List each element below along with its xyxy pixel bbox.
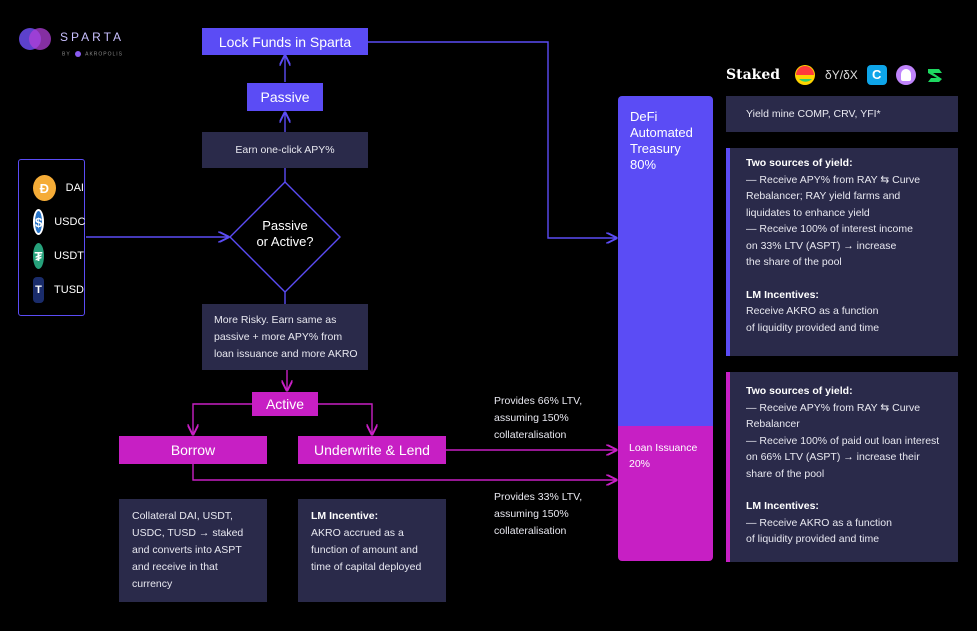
upper-yield-title: Two sources of yield:: [746, 157, 853, 169]
aave-ghost-icon: [895, 65, 916, 85]
borrow-box: Borrow: [119, 436, 267, 464]
upper-yield-line: Rebalancer; RAY yield farms and: [746, 190, 901, 202]
decision-line-2: or Active?: [256, 234, 314, 249]
lm-incentive-box: LM Incentive: AKRO accrued as a function…: [298, 499, 446, 602]
ltv-33-note: Provides 33% LTV, assuming 150% collater…: [494, 489, 594, 540]
collateral-box: Collateral DAI, USDT, USDC, TUSD → stake…: [119, 499, 267, 602]
dydx-icon: δY/δX: [825, 68, 858, 82]
ltv-66-text: Provides 66% LTV, assuming 150% collater…: [494, 395, 583, 441]
more-risky-text: More Risky. Earn same as passive + more …: [214, 314, 358, 360]
lower-yield-line: — Receive 100% of paid out loan interest: [746, 434, 940, 447]
lower-yield-line: share of the pool: [746, 467, 825, 480]
decision-diamond: [229, 181, 341, 293]
brand-name: SPARTA: [60, 30, 125, 44]
lower-yield-line: on 66% LTV (ASPT) → increase their: [746, 451, 920, 463]
ltv-66-note: Provides 66% LTV, assuming 150% collater…: [494, 393, 594, 444]
lower-yield-line: — Receive APY% from RAY ⇆ Curve: [746, 401, 921, 414]
yield-mine-panel: Yield mine COMP, CRV, YFI*: [726, 96, 958, 132]
token-usdt: ₮ USDT: [33, 239, 84, 273]
loan-issuance-percent: 20%: [629, 458, 651, 470]
staked-row: Staked δY/δX C: [726, 63, 966, 87]
upper-yield-line: on 33% LTV (ASPT) → increase: [746, 239, 897, 252]
lock-funds-label: Lock Funds in Sparta: [218, 33, 352, 50]
upper-yield-line: — Receive APY% from RAY ⇆ Curve: [746, 173, 921, 186]
loan-issuance-bar: Loan Issuance 20%: [618, 426, 713, 561]
lm-incentive-title: LM Incentive:: [311, 510, 379, 522]
underwrite-lend-box: Underwrite & Lend: [298, 436, 446, 464]
collateral-text: Collateral DAI, USDT, USDC, TUSD → stake…: [132, 510, 244, 590]
synthetix-icon: [927, 69, 942, 82]
token-tusd-label: TUSD: [54, 284, 84, 296]
passive-label: Passive: [260, 89, 310, 105]
brand-byline: BY AKROPOLIS: [62, 51, 123, 57]
token-dai: Đ DAI: [33, 171, 84, 205]
defi-line-1: DeFi: [630, 109, 658, 124]
upper-yield-panel: Two sources of yield: — Receive APY% fro…: [726, 148, 958, 356]
token-tusd: T TUSD: [33, 273, 84, 307]
defi-treasury-bar: DeFi Automated Treasury 80%: [618, 96, 713, 426]
borrow-label: Borrow: [170, 442, 216, 458]
dai-icon: Đ: [33, 175, 56, 201]
upper-lm-line: of liquidity provided and time: [746, 321, 880, 334]
earn-one-click-box: Earn one-click APY%: [202, 132, 368, 168]
curve-icon: [795, 65, 816, 85]
usdt-icon: ₮: [33, 243, 45, 269]
lm-incentive-text: AKRO accrued as a function of amount and…: [311, 527, 422, 573]
upper-lm-title: LM Incentives:: [746, 288, 819, 301]
defi-line-2: Automated: [630, 125, 693, 140]
sparta-logo-icon: [19, 28, 51, 50]
lower-lm-line: of liquidity provided and time: [746, 533, 880, 545]
lower-yield-line: Rebalancer: [746, 418, 800, 430]
passive-box: Passive: [247, 83, 323, 111]
defi-line-3: Treasury: [630, 141, 681, 156]
lock-funds-box: Lock Funds in Sparta: [202, 28, 368, 55]
usdc-icon: $: [33, 209, 45, 235]
underwrite-lend-label: Underwrite & Lend: [314, 442, 430, 458]
brand-partner: AKROPOLIS: [85, 51, 124, 58]
lower-yield-title: Two sources of yield:: [746, 385, 853, 397]
brand-logo: SPARTA BY AKROPOLIS: [18, 25, 138, 65]
brand-by: BY: [62, 51, 71, 58]
yield-mine-text: Yield mine COMP, CRV, YFI*: [746, 108, 881, 120]
token-usdc-label: USDC: [54, 216, 86, 228]
upper-yield-line: the share of the pool: [746, 256, 842, 268]
decision-label: Passive or Active?: [239, 218, 331, 250]
lower-lm-line: — Receive AKRO as a function: [746, 516, 892, 529]
upper-lm-line: Receive AKRO as a function: [746, 305, 879, 317]
more-risky-box: More Risky. Earn same as passive + more …: [202, 304, 368, 370]
defi-percent: 80%: [630, 157, 657, 172]
token-dai-label: DAI: [65, 182, 84, 194]
decision-line-1: Passive: [262, 218, 308, 233]
active-label: Active: [265, 396, 305, 412]
active-box: Active: [252, 392, 318, 416]
ltv-33-text: Provides 33% LTV, assuming 150% collater…: [494, 491, 583, 537]
compound-icon: C: [866, 65, 887, 85]
upper-yield-line: liquidates to enhance yield: [746, 206, 870, 219]
upper-yield-line: — Receive 100% of interest income: [746, 223, 913, 235]
lower-lm-title: LM Incentives:: [746, 500, 819, 512]
akropolis-icon: [74, 51, 81, 57]
loan-issuance-label: Loan Issuance: [629, 442, 698, 454]
staked-label: Staked: [726, 67, 781, 83]
tokens-box: Đ DAI $ USDC ₮ USDT T TUSD: [18, 159, 85, 316]
lower-yield-panel: Two sources of yield: — Receive APY% fro…: [726, 372, 958, 562]
earn-one-click-label: Earn one-click APY%: [235, 144, 335, 156]
token-usdc: $ USDC: [33, 205, 86, 239]
tusd-icon: T: [33, 277, 45, 303]
token-usdt-label: USDT: [54, 250, 84, 262]
